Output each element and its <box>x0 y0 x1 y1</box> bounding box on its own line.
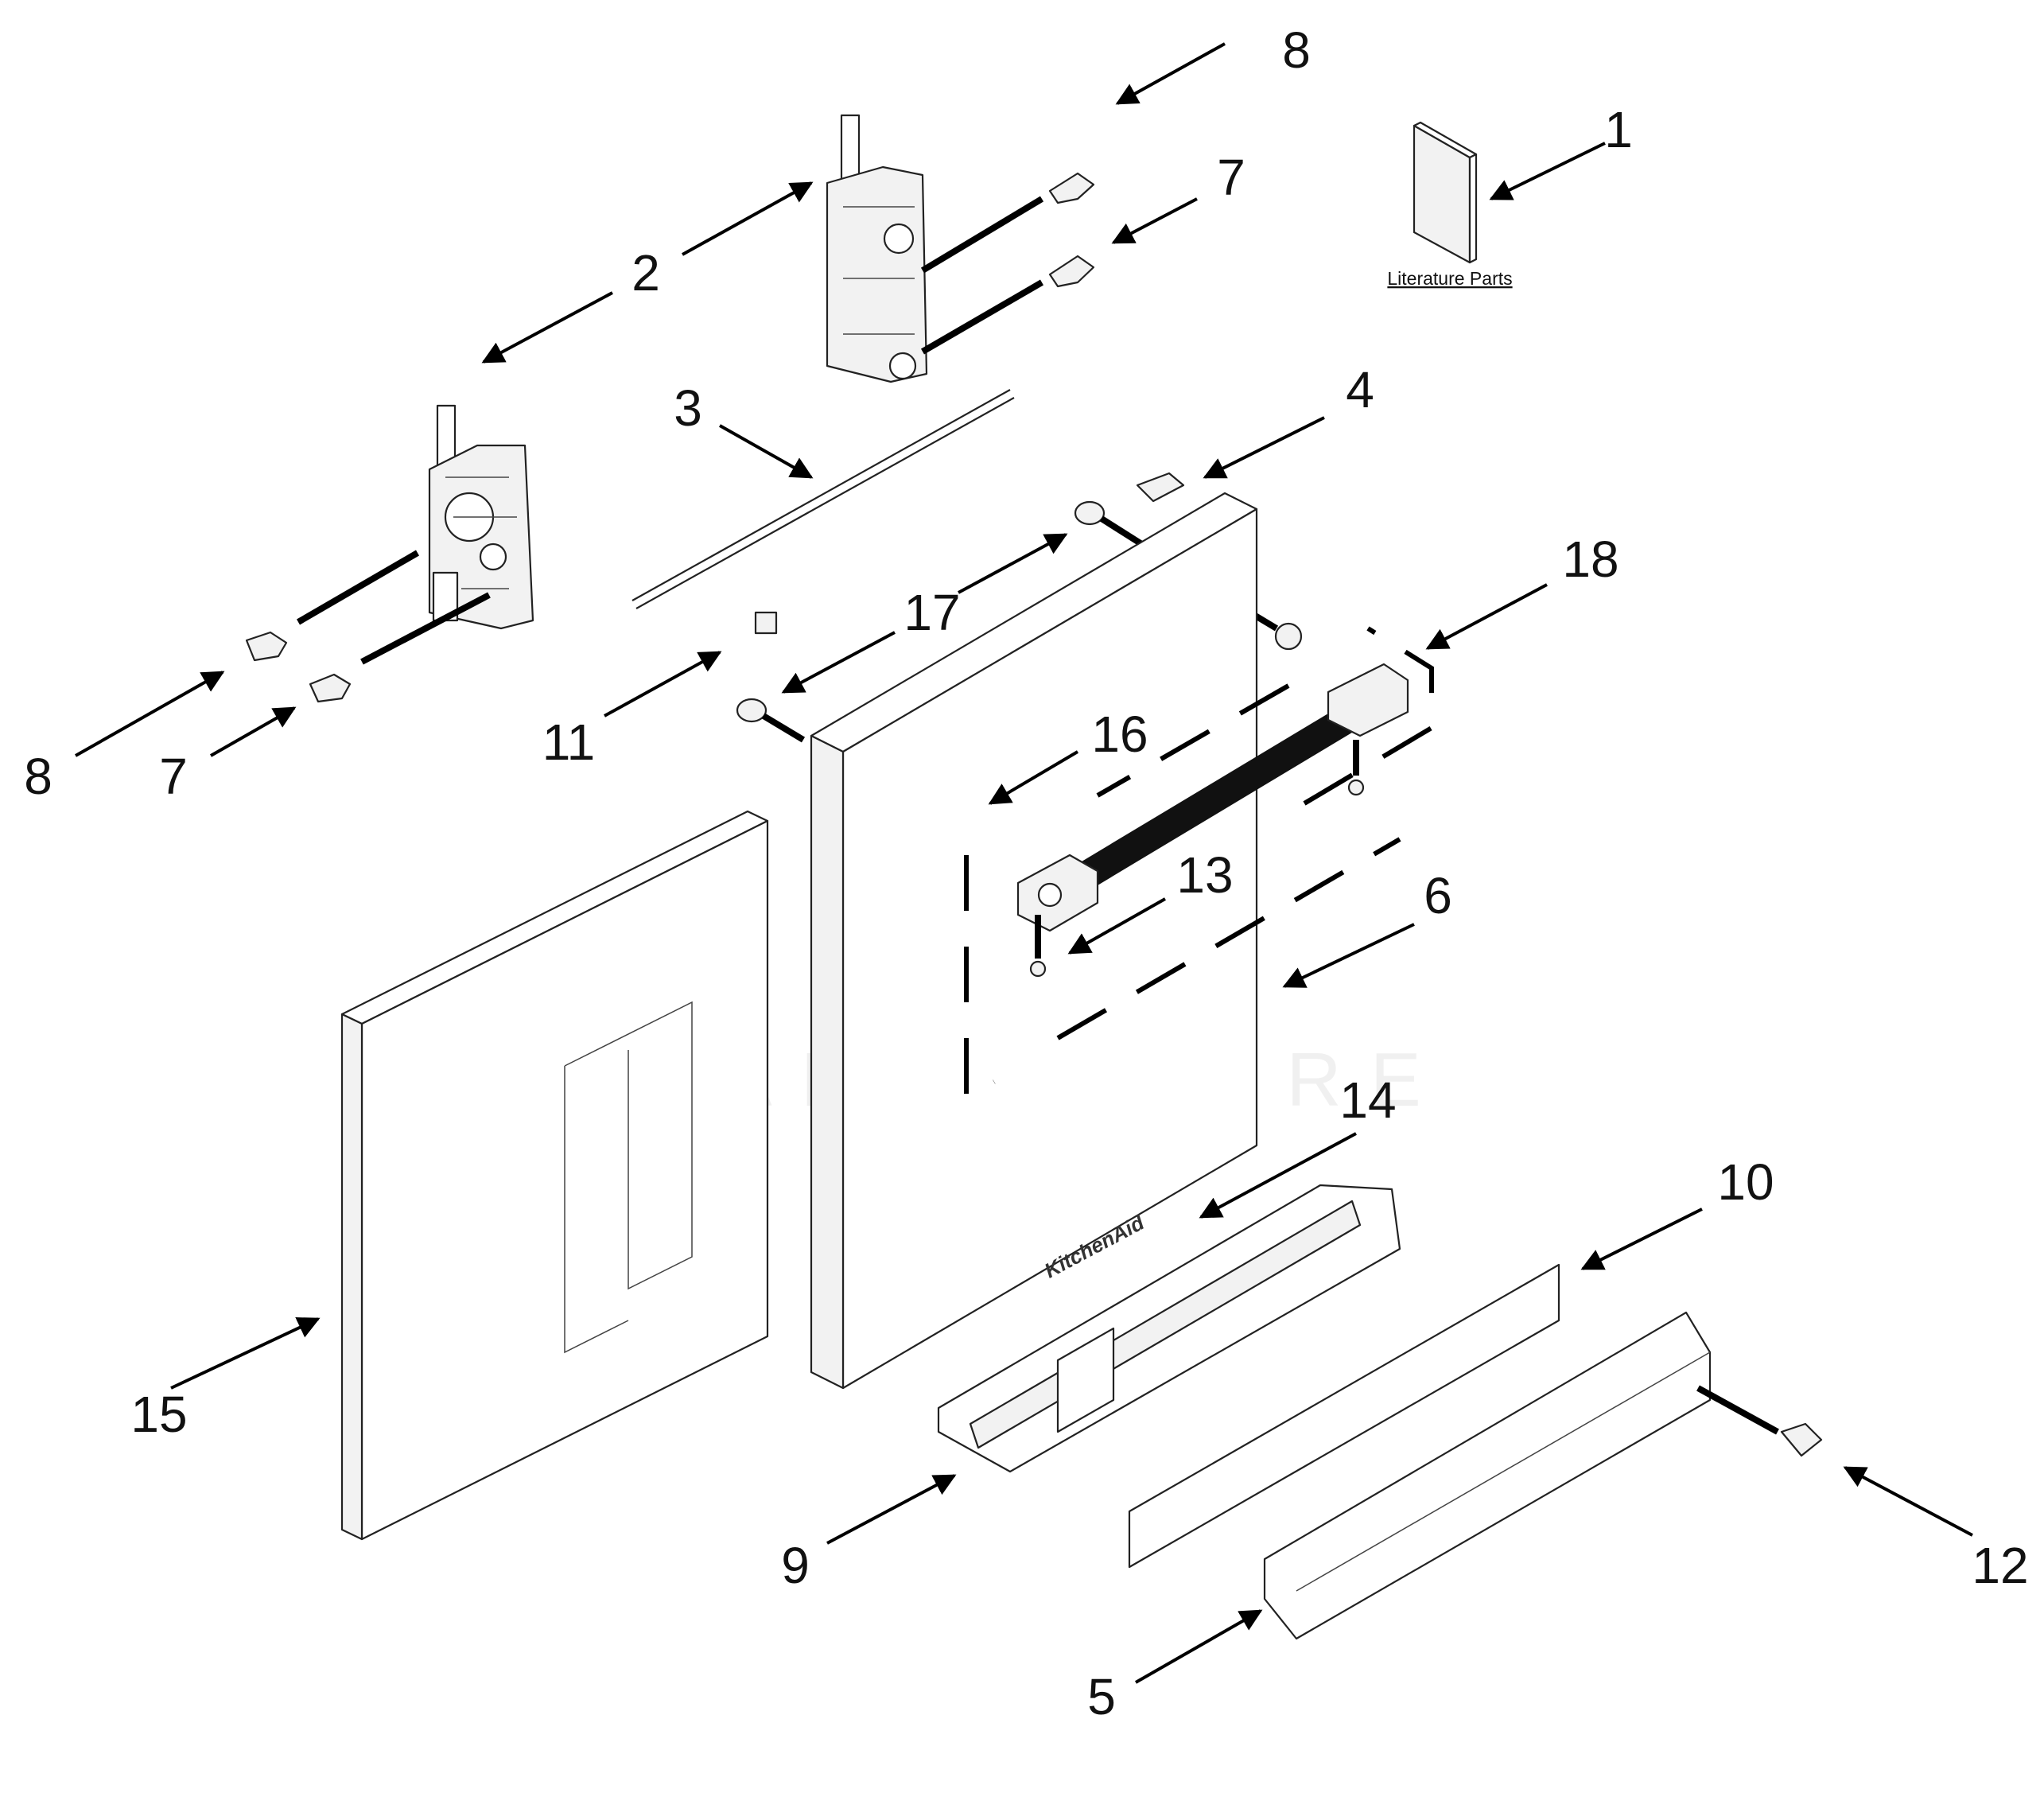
fastener-17-right <box>1074 500 1152 552</box>
callout-8-right: 8 <box>1282 21 1311 79</box>
screw-right-lower <box>920 255 1095 355</box>
callout-2: 2 <box>631 244 660 301</box>
hinge-right <box>826 114 928 383</box>
literature-parts-label: Literature Parts <box>1387 268 1512 289</box>
small-clip-11 <box>754 611 778 635</box>
callout-numbers: 1 2 3 4 5 6 7 7 8 8 9 10 11 12 13 14 15 … <box>24 21 2028 1725</box>
inner-door-panel <box>340 810 769 1541</box>
handle-trim-outline <box>964 626 1434 1102</box>
bottom-trim <box>937 1184 1401 1473</box>
callout-18: 18 <box>1562 531 1618 588</box>
door-outer-panel: KitchenAid <box>810 492 1258 1390</box>
callout-10: 10 <box>1717 1153 1774 1211</box>
callout-5: 5 <box>1087 1668 1116 1725</box>
callout-14: 14 <box>1339 1071 1396 1129</box>
callout-11: 11 <box>542 714 595 771</box>
rod <box>631 389 1015 609</box>
screw-left-lower <box>309 592 491 703</box>
screw-12 <box>1696 1385 1823 1457</box>
fastener-17-left <box>736 698 806 743</box>
callout-13: 13 <box>1176 846 1233 904</box>
callout-16: 16 <box>1091 706 1148 763</box>
handle <box>1016 663 1409 932</box>
callout-12: 12 <box>1972 1537 2028 1594</box>
callout-17: 17 <box>903 584 960 641</box>
clip <box>1136 472 1185 503</box>
screw-left-upper <box>245 550 420 662</box>
screw-13-left <box>1029 915 1047 978</box>
callout-6: 6 <box>1424 867 1452 924</box>
callout-4: 4 <box>1346 361 1374 418</box>
screw-13-right <box>1347 740 1365 796</box>
callout-8-left: 8 <box>24 748 52 805</box>
toe-panel <box>1263 1311 1712 1640</box>
literature-parts-booklet: Literature Parts <box>1387 121 1513 289</box>
leader-lines <box>75 42 1973 1684</box>
callout-1: 1 <box>1604 101 1633 158</box>
callout-15: 15 <box>130 1386 187 1443</box>
callout-7-right: 7 <box>1217 149 1245 206</box>
screw-right-upper <box>920 172 1095 274</box>
callout-9: 9 <box>781 1537 810 1594</box>
callout-7-left: 7 <box>159 748 188 805</box>
callout-3: 3 <box>674 379 702 437</box>
hinge-left <box>428 404 534 630</box>
strip-10 <box>1128 1263 1560 1569</box>
